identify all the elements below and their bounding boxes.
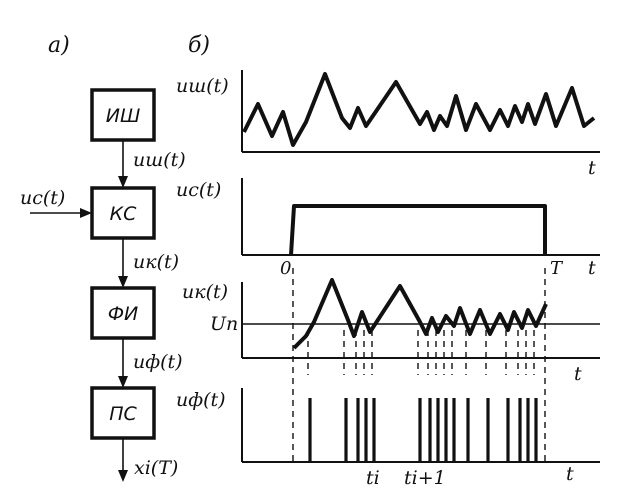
part-b-label: б): [188, 33, 210, 58]
label-u-c-input: uc(t): [20, 187, 65, 209]
block-fi-label: ФИ: [108, 303, 139, 325]
combined-ylabel: uк(t): [182, 281, 228, 303]
part-a-label: а): [48, 33, 70, 58]
pulse-train: [308, 398, 538, 462]
signal-pulse: [289, 204, 547, 256]
label-u-sh: uш(t): [133, 149, 186, 171]
arrowhead-ks-fi: [118, 276, 128, 288]
signal-ylabel: uc(t): [176, 179, 221, 201]
pulses-xlabel: t: [566, 463, 574, 485]
crossing-guides: [307, 330, 535, 375]
signal-end-label: T: [550, 258, 564, 279]
noise-xlabel: t: [588, 157, 596, 179]
label-t-i1: ti+1: [404, 467, 446, 489]
arrowhead-uc-input: [80, 208, 92, 218]
arrowhead-ps-output: [118, 470, 128, 482]
label-x-out: xi(T): [134, 457, 178, 479]
block-ish-label: ИШ: [106, 105, 141, 127]
label-u-f: uф(t): [133, 351, 183, 373]
block-ks-label: КС: [110, 203, 137, 225]
label-u-k: uк(t): [133, 251, 179, 273]
pulses-ylabel: uф(t): [176, 389, 226, 411]
label-t-i: ti: [366, 467, 380, 489]
arrowhead-fi-ps: [118, 376, 128, 388]
block-ps-label: ПС: [109, 403, 137, 425]
arrowhead-ish-ks: [118, 176, 128, 188]
combined-waveform: [292, 278, 548, 350]
signal-origin-label: 0: [280, 258, 291, 279]
noise-waveform: [242, 72, 596, 147]
threshold-label: Uп: [210, 313, 238, 335]
signal-xlabel: t: [588, 257, 596, 279]
combined-xlabel: t: [574, 363, 582, 385]
noise-ylabel: uш(t): [176, 75, 229, 97]
